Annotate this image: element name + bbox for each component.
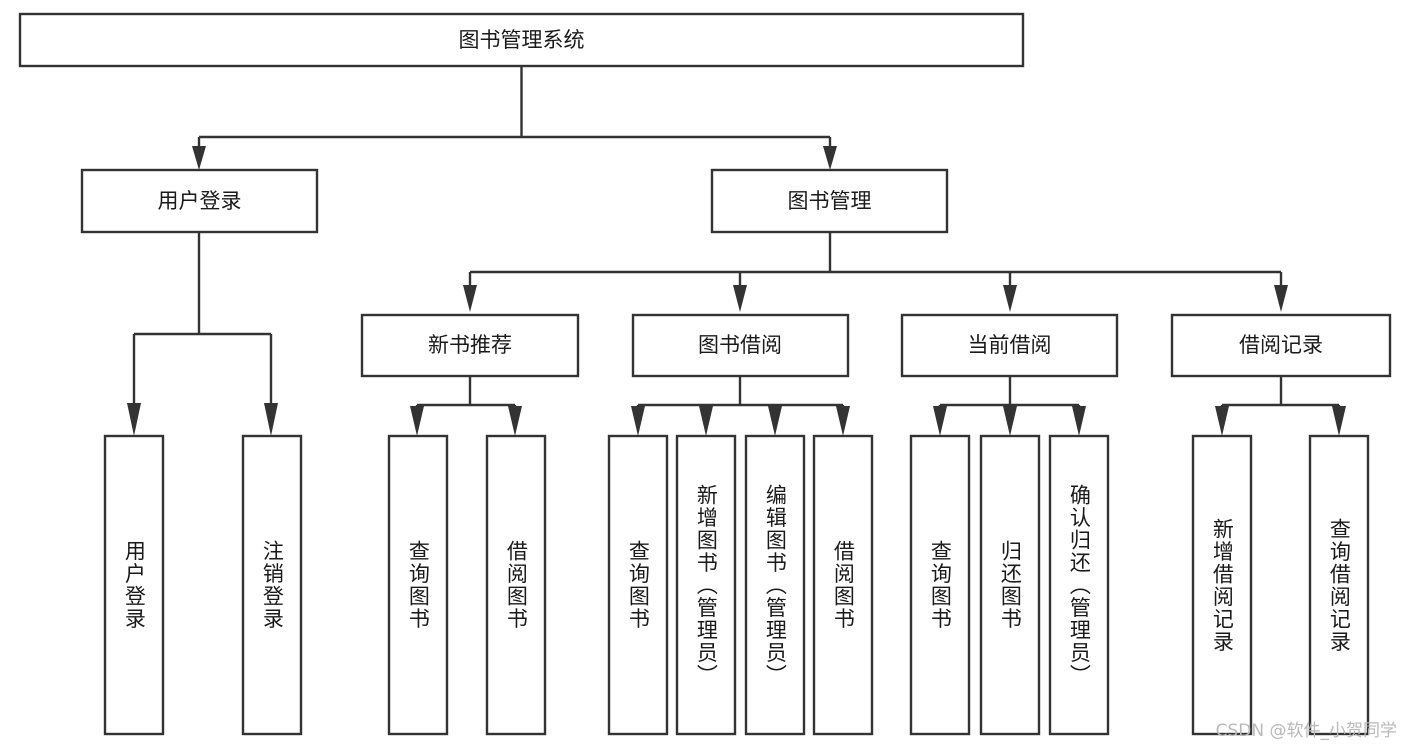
node-root-label: 图书管理系统 <box>459 28 585 52</box>
node-user-login[interactable]: 用户登录 <box>80 168 319 234</box>
node-user-login-box[interactable] <box>80 168 319 234</box>
arrowhead-leaf-edit-book <box>768 406 782 436</box>
watermark: CSDN @软件_小贺同学 <box>1215 721 1397 741</box>
connector-group <box>127 66 1346 436</box>
node-leaf-query-book-2-box[interactable] <box>607 434 669 736</box>
node-leaf-borrow-book-2-box[interactable] <box>812 434 874 736</box>
arrowhead-leaf-return-book <box>1003 406 1017 436</box>
node-leaf-query-book-3-box[interactable] <box>909 434 971 736</box>
node-leaf-user-login-box[interactable] <box>103 434 165 736</box>
node-leaf-return-book-box[interactable] <box>979 434 1041 736</box>
node-leaf-confirm-return-box[interactable] <box>1048 434 1110 736</box>
arrowhead-leaf-query-book-1 <box>410 406 424 436</box>
node-book-borrow-box[interactable] <box>631 313 850 378</box>
node-root[interactable]: 图书管理系统 <box>18 12 1025 68</box>
arrowhead-user-login <box>192 146 206 170</box>
node-root-box[interactable] <box>18 12 1025 68</box>
arrowhead-leaf-query-record <box>1332 406 1346 436</box>
arrowhead-borrow-record <box>1274 285 1288 312</box>
arrowhead-book-manage <box>823 146 837 170</box>
arrowhead-leaf-confirm-return <box>1072 406 1086 436</box>
arrowhead-current-borrow <box>1003 285 1017 312</box>
node-leaf-query-record-box[interactable] <box>1308 434 1370 736</box>
arrowhead-new-book-recommend <box>463 285 477 312</box>
node-current-borrow[interactable]: 当前借阅 <box>900 313 1119 378</box>
node-book-manage[interactable]: 图书管理 <box>710 168 949 234</box>
node-borrow-record-box[interactable] <box>1170 313 1392 378</box>
node-new-book-recommend[interactable]: 新书推荐 <box>360 313 580 378</box>
node-leaf-add-record-box[interactable] <box>1191 434 1253 736</box>
node-book-manage-label: 图书管理 <box>788 189 872 213</box>
node-leaf-user-logout-box[interactable] <box>241 434 303 736</box>
node-new-book-recommend-label: 新书推荐 <box>428 333 512 357</box>
arrowhead-leaf-query-book-3 <box>933 406 947 436</box>
node-book-manage-box[interactable] <box>710 168 949 234</box>
node-new-book-recommend-box[interactable] <box>360 313 580 378</box>
arrowhead-leaf-query-book-2 <box>631 406 645 436</box>
node-borrow-record-label: 借阅记录 <box>1239 333 1323 357</box>
node-current-borrow-label: 当前借阅 <box>968 333 1052 357</box>
arrowhead-leaf-user-login <box>127 403 141 436</box>
arrowhead-leaf-borrow-book-1 <box>508 406 522 436</box>
arrowhead-leaf-borrow-book-2 <box>836 406 850 436</box>
node-current-borrow-box[interactable] <box>900 313 1119 378</box>
arrowhead-leaf-add-book <box>699 406 713 436</box>
arrowhead-book-borrow <box>733 285 747 312</box>
node-leaf-query-book-1-box[interactable] <box>387 434 449 736</box>
node-borrow-record[interactable]: 借阅记录 <box>1170 313 1392 378</box>
node-book-borrow[interactable]: 图书借阅 <box>631 313 850 378</box>
arrowhead-leaf-add-record <box>1215 406 1229 436</box>
node-leaf-add-book-box[interactable] <box>675 434 737 736</box>
arrowhead-leaf-user-logout <box>264 403 278 436</box>
node-leaf-borrow-book-1-box[interactable] <box>485 434 547 736</box>
node-user-login-label: 用户登录 <box>158 189 242 213</box>
node-book-borrow-label: 图书借阅 <box>698 333 782 357</box>
node-leaf-edit-book-box[interactable] <box>744 434 806 736</box>
